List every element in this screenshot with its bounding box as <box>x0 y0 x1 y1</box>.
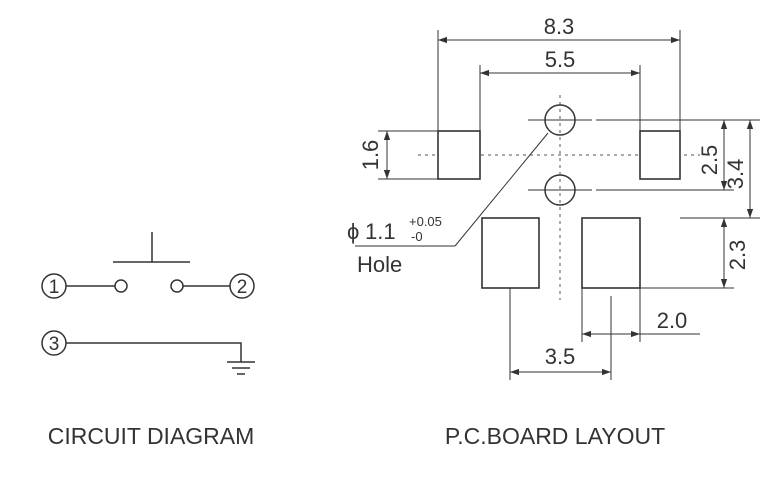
circuit-caption: CIRCUIT DIAGRAM <box>48 423 255 449</box>
hole-tolerance-minus: -0 <box>411 229 423 244</box>
dim-label-8-3: 8.3 <box>544 14 575 39</box>
contact-left <box>114 279 128 293</box>
pin-2-label: 2 <box>237 277 248 298</box>
dim-label-2-0: 2.0 <box>657 308 688 333</box>
pad-top-right <box>639 130 681 180</box>
circuit-diagram: 1 2 3 CIRCUIT DIAGRAM <box>41 232 255 449</box>
hole-diameter-symbol: ϕ <box>347 219 359 244</box>
ground-icon <box>227 361 255 375</box>
pin-3-wire <box>66 342 242 362</box>
pin-1-label: 1 <box>49 277 60 298</box>
mounting-hole-bottom <box>544 174 576 206</box>
pad-top-left <box>437 130 481 180</box>
dim-label-3-4: 3.4 <box>723 159 748 190</box>
dim-label-5-5: 5.5 <box>545 47 576 72</box>
pin-2-marker <box>229 273 255 299</box>
pcb-layout: 8.3 5.5 1.6 2.5 3.4 2.3 2.0 <box>347 14 760 449</box>
dim-label-1-6: 1.6 <box>358 140 383 171</box>
hole-diameter-value: 1.1 <box>365 219 396 244</box>
mounting-hole-top <box>544 104 576 136</box>
pcb-caption: P.C.BOARD LAYOUT <box>445 423 665 449</box>
dim-label-3-5: 3.5 <box>545 344 576 369</box>
dim-label-2-3: 2.3 <box>725 240 750 271</box>
hole-leader-line <box>454 132 549 247</box>
contact-right <box>170 279 184 293</box>
hole-label: Hole <box>357 252 402 277</box>
hole-tolerance-plus: +0.05 <box>409 214 442 229</box>
dim-label-2-5: 2.5 <box>697 145 722 176</box>
pin-3-label: 3 <box>49 334 60 355</box>
pad-bottom-right <box>581 217 641 289</box>
pad-bottom-left <box>481 217 540 289</box>
